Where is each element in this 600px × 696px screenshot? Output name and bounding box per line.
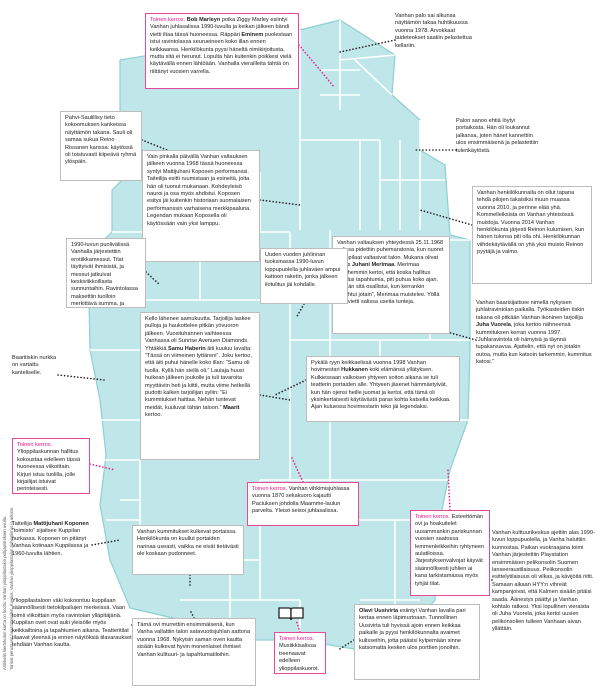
annotation-ghost-1997: Vanhan baarisijaitsee nimellä nykyisen j… [476, 300, 592, 366]
annotation-playstation: Vanhan kulttuurikeskus ajettiin alas 199… [492, 530, 595, 633]
annotation-ghost-stairs: Vanhan kummitukset kulkevat portaissa. H… [132, 525, 244, 575]
annotation-leader [337, 639, 355, 651]
annotation-fire-rescue: Palon sanoo ehtiä löytyi portaikosta. Hä… [456, 118, 539, 154]
annotation-erotic-fair: 1990-luvun puolivälissä Vanhalla järjest… [66, 238, 146, 308]
annotation-leader [259, 199, 301, 206]
annotation-sunrise-avenue: Kello lähenee aamukuutta. Tarjoilija las… [140, 312, 260, 460]
floor-plan-wall [339, 54, 396, 61]
annotation-leader [291, 457, 304, 483]
annotation-uusivirta: Olavi Uusivirta esiintyi Vanhan lavalla … [354, 604, 480, 680]
open-book-icon [278, 607, 304, 621]
annotation-occupation-1968: Vanhan valtauksen yhteydessä 25.11.1968 … [332, 236, 450, 334]
annotation-new-year-rocket: Uuden vuoden juhlinnan tuoksinassa 1990-… [260, 248, 348, 304]
annotation-leader [339, 39, 396, 53]
annotation-leader [419, 209, 473, 226]
annotation-leader [57, 374, 105, 381]
annotation-inauguration-1870: Toinen kerros. Vanhan vihkimisjuhlassa v… [247, 482, 359, 526]
annotation-performance-1968: Vain pinkalla päivällä Vanhan valtauksen… [142, 150, 260, 262]
annotation-koponen-office: Taiteilija Mattijuhani Koponen “toimisto… [12, 521, 89, 557]
annotation-marley-eminem: Toinen kerros. Bob Marleyn poika Ziggy M… [145, 13, 299, 89]
annotation-lovers: Toinen kerros. Esteettömän ovi ja hoakui… [410, 510, 490, 596]
annotation-leader [189, 609, 195, 619]
annotation-hukkanen: Pykälä ryyn keikkaelissä vuonna 1998 Van… [306, 356, 460, 422]
annotation-leader [439, 329, 477, 341]
annotation-staff-pranks: Vanhan henkilökunnalla on ollut tapana t… [472, 186, 592, 284]
floor-plan-wall [354, 59, 393, 96]
annotation-leader [295, 303, 305, 319]
annotation-kuppila-quiz: Ylioppilastaloon väki kokoontuu kuppilaa… [12, 598, 132, 649]
annotation-leader [145, 271, 161, 286]
annotation-leader [91, 539, 121, 546]
annotation-leader [447, 469, 451, 511]
annotation-bar-corner: Baaritiskin nurkka on vartattu kantelise… [12, 355, 57, 376]
annotation-leader [274, 379, 307, 396]
annotation-broken-door: Tämä ovi murrettiin ensimmäisenä, kun Va… [132, 618, 256, 686]
annotation-board-room: Toinen kerros. Ylioppilaskunnan hallitus… [12, 438, 90, 494]
annotation-leader [298, 44, 336, 89]
annotation-leader [89, 463, 116, 471]
annotation-music-hall: Toinen kerros. Musiikkisalissa treenaava… [274, 632, 326, 674]
annotation-pahvi-sauli: Pahvi-Saulillisy tieto kokoomuksen kanke… [60, 111, 142, 181]
annotation-fire: Vanhan palo sai alkunsa näyttämön takaa … [395, 13, 472, 49]
annotation-leader [295, 619, 301, 633]
credit-line-1: Artikkelin kiertokulun kartta on koottu … [2, 515, 7, 670]
